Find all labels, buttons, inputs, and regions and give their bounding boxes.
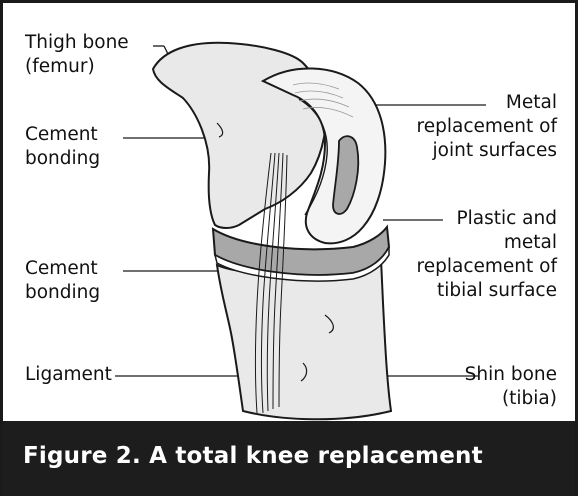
label-metal-line2: replacement of (417, 115, 557, 139)
label-metal-line1: Metal (417, 91, 557, 115)
label-cement-upper-line1: Cement (25, 123, 100, 147)
label-thigh-line1: Thigh bone (25, 31, 129, 55)
label-cement-lower-line1: Cement (25, 257, 100, 281)
label-cement-lower-line2: bonding (25, 281, 100, 305)
label-plastic-line4: tibial surface (417, 279, 557, 303)
label-plastic-line3: replacement of (417, 255, 557, 279)
label-cement-upper-line2: bonding (25, 147, 100, 171)
label-shin-line1: Shin bone (465, 363, 557, 387)
caption-bar: Figure 2. A total knee replacement (3, 421, 575, 496)
label-ligament: Ligament (25, 363, 112, 387)
label-plastic-line1: Plastic and (417, 207, 557, 231)
label-plastic-line2: metal (417, 231, 557, 255)
tibia-bone (217, 259, 391, 419)
label-ligament-line1: Ligament (25, 363, 112, 387)
figure-caption: Figure 2. A total knee replacement (23, 443, 483, 469)
label-metal-line3: joint surfaces (417, 139, 557, 163)
label-cement-upper: Cement bonding (25, 123, 100, 171)
label-cement-lower: Cement bonding (25, 257, 100, 305)
label-plastic-replacement: Plastic and metal replacement of tibial … (417, 207, 557, 303)
label-metal-replacement: Metal replacement of joint surfaces (417, 91, 557, 163)
label-shin-line2: (tibia) (465, 387, 557, 411)
label-thigh-line2: (femur) (25, 55, 129, 79)
label-shin-bone: Shin bone (tibia) (465, 363, 557, 411)
label-thigh-bone: Thigh bone (femur) (25, 31, 129, 79)
